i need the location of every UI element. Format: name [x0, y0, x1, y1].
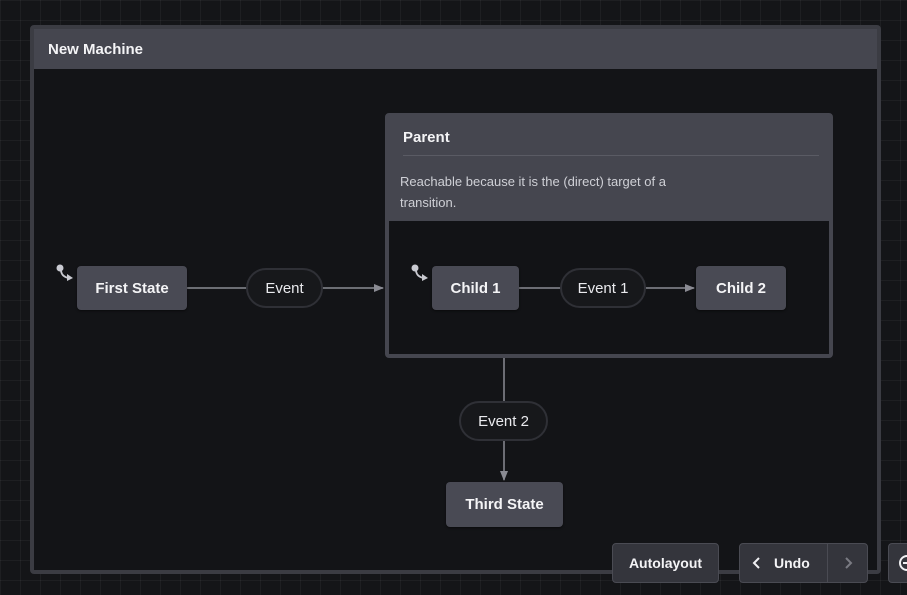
state-first[interactable]: First State — [77, 266, 187, 310]
state-child-2[interactable]: Child 2 — [696, 266, 786, 310]
initial-state-arrow-icon — [56, 264, 73, 281]
chevron-right-icon — [844, 557, 852, 569]
state-parent[interactable]: Parent Reachable because it is the (dire… — [385, 113, 833, 358]
undo-label: Undo — [774, 555, 810, 571]
parent-header: Parent Reachable because it is the (dire… — [389, 117, 829, 221]
state-child-1[interactable]: Child 1 — [432, 266, 519, 310]
event-event-1[interactable]: Event 1 — [560, 268, 646, 308]
undo-redo-group: Undo — [739, 543, 868, 583]
undo-button[interactable]: Undo — [740, 544, 827, 582]
chevron-left-icon — [752, 557, 760, 569]
machine-title: New Machine — [34, 29, 877, 69]
toolbar-divider — [827, 544, 828, 582]
parent-divider — [403, 155, 819, 156]
redo-button[interactable] — [828, 544, 867, 582]
zoom-button[interactable] — [888, 543, 907, 583]
event-event[interactable]: Event — [246, 268, 323, 308]
initial-state-arrow-icon — [411, 264, 428, 281]
event-event-2[interactable]: Event 2 — [459, 401, 548, 441]
zoom-out-icon — [899, 555, 907, 571]
parent-title: Parent — [403, 129, 450, 146]
autolayout-button[interactable]: Autolayout — [612, 543, 719, 583]
parent-description: Reachable because it is the (direct) tar… — [400, 174, 666, 210]
state-third[interactable]: Third State — [446, 482, 563, 527]
